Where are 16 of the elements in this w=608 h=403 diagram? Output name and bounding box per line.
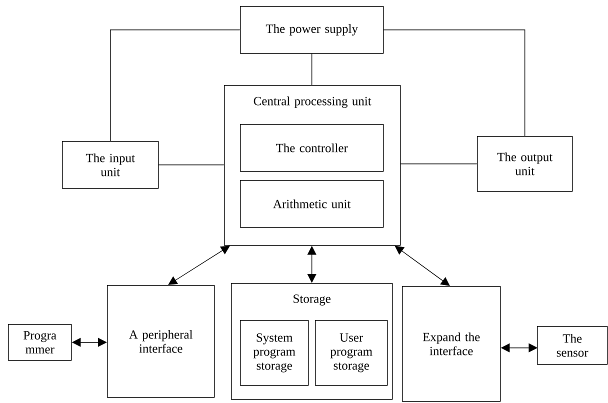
process-box: Arithmetic unit xyxy=(240,180,384,228)
process-box: Expand the interface xyxy=(402,286,501,402)
process-box: The controller xyxy=(240,124,384,172)
arrow xyxy=(168,246,230,285)
process-box: A peripheral interface xyxy=(107,285,215,398)
process-box: The output unit xyxy=(477,136,573,192)
arrow xyxy=(394,246,450,286)
connector-line xyxy=(158,164,224,166)
process-box: Progra mmer xyxy=(8,324,72,361)
process-box: User program storage xyxy=(315,320,388,386)
process-box: The sensor xyxy=(537,326,608,365)
process-box: The input unit xyxy=(62,141,159,189)
connector-line xyxy=(383,30,526,136)
connector-line xyxy=(110,30,240,142)
process-box: System program storage xyxy=(240,320,309,386)
process-box: The power supply xyxy=(240,6,384,54)
